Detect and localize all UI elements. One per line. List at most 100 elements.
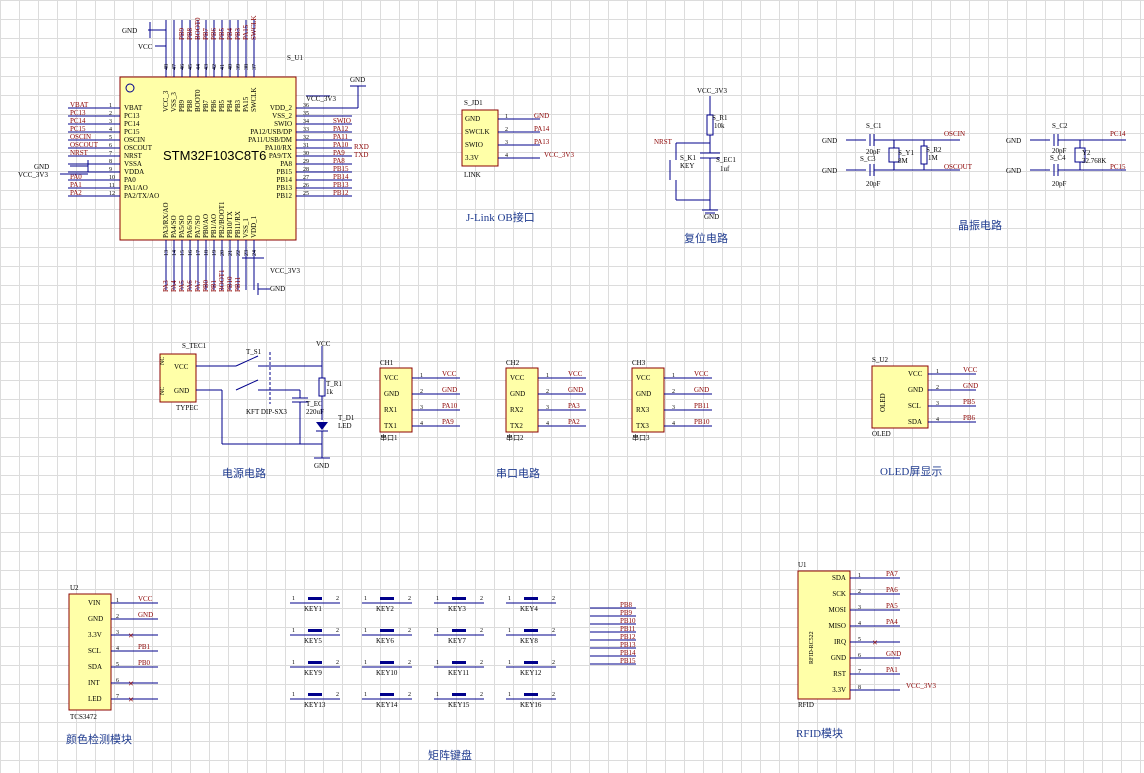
mcu-left-pin-net: PC15 <box>70 125 86 133</box>
mcu-top-pin-net: PB4 <box>226 27 234 40</box>
keypad-key-label: KEY9 <box>304 669 322 677</box>
mcu-bottom-pin-num: 19 <box>212 250 218 256</box>
mcu-right-pin-net: PB13 <box>333 181 349 189</box>
mcu-bottom-pin-net: PA4 <box>170 280 178 292</box>
keypad-key-label: KEY7 <box>448 637 466 645</box>
power-conn-pin2: GND <box>174 387 189 395</box>
mcu-left-pin-name: PC14 <box>124 120 140 128</box>
reset-r-ref: S_R1 <box>712 114 728 122</box>
mcu-top-pin-name: VCC_3 <box>162 90 170 112</box>
power-nc-1: NC <box>160 357 166 365</box>
keypad-key-pin2: 2 <box>480 628 483 634</box>
serial-pin-num: 3 <box>672 405 675 411</box>
lse-gnd-2: GND <box>1006 167 1021 175</box>
rfid-pin-name: IRQ <box>834 638 846 646</box>
mcu-top-pin-name: PB6 <box>210 99 218 112</box>
lse-c2-ref: S_C4 <box>1050 154 1066 162</box>
keypad-key-label: KEY12 <box>520 669 542 677</box>
oled-pin-name: SDA <box>908 418 922 426</box>
mcu-right-pin-num: 27 <box>303 175 309 181</box>
lse-c1-ref: S_C2 <box>1052 122 1068 130</box>
mcu-top-pin-name: PA15 <box>242 96 250 112</box>
oled-pin-net: VCC <box>963 366 978 374</box>
mcu-top-pin-num: 47 <box>172 64 178 70</box>
mcu-right-pin-name: PB12 <box>276 192 292 200</box>
serial-pin-name: RX1 <box>384 406 398 414</box>
keypad-key-pin2: 2 <box>336 692 339 698</box>
oled-pin-name: GND <box>908 386 923 394</box>
mcu-right-pin-net: PB14 <box>333 173 349 181</box>
serial-pin-num: 3 <box>420 405 423 411</box>
mcu-top-pin-name: PB7 <box>202 99 210 112</box>
oled-body: OLED <box>879 393 887 412</box>
keypad-key-label: KEY15 <box>448 701 470 709</box>
mcu-left-pin-name: PA1/AO <box>124 184 148 192</box>
lse-net2: PC15 <box>1110 163 1126 171</box>
mcu-right-pin-num: 31 <box>303 143 309 149</box>
keypad-key-pin2: 2 <box>480 660 483 666</box>
serial-pin-num: 1 <box>672 373 675 379</box>
mcu-left-pin-num: 12 <box>109 191 115 197</box>
mcu-bottom-pin-name: PA7/SO <box>194 215 202 238</box>
keypad-key-pin1: 1 <box>508 692 511 698</box>
serial-pin-num: 1 <box>420 373 423 379</box>
keypad-key-pin1: 1 <box>364 628 367 634</box>
keypad-key-pin2: 2 <box>408 660 411 666</box>
color-pin-name: INT <box>88 679 100 687</box>
reset-gnd: GND <box>704 213 719 221</box>
mcu-left-pin-name: VSSA <box>124 160 142 168</box>
mcu-bottom-pin-num: 13 <box>164 250 170 256</box>
jlink-pin-num: 2 <box>505 127 508 133</box>
keypad-key-label: KEY8 <box>520 637 538 645</box>
rfid-pin-net: PA5 <box>886 602 898 610</box>
mcu-bottom-pin-net: PA7 <box>194 280 202 292</box>
color-pin-net: VCC <box>138 595 153 603</box>
serial-pin-name: VCC <box>510 374 525 382</box>
oled-pin-net: PB5 <box>963 398 976 406</box>
keypad-key-pin1: 1 <box>292 596 295 602</box>
mcu-left-pin-net: PA0 <box>70 173 82 181</box>
keypad-key-label: KEY13 <box>304 701 326 709</box>
color-pin-num: 3 <box>116 630 119 636</box>
mcu-right-pin-net: PA10 <box>333 141 349 149</box>
rfid-pin-name: RST <box>833 670 847 678</box>
serial-pin-net: PB11 <box>694 402 710 410</box>
keypad-key-label: KEY1 <box>304 605 322 613</box>
mcu-bottom-pin-num: 20 <box>220 250 226 256</box>
mcu-top-pin-num: 42 <box>212 64 218 70</box>
color-val: TCS3472 <box>70 713 97 721</box>
power-sw-ref: T_S1 <box>246 348 262 356</box>
keypad-key-cap <box>524 693 538 696</box>
mcu-bottom-pin-net: PB0 <box>202 279 210 292</box>
serial-pin-name: GND <box>510 390 525 398</box>
oled-val: OLED <box>872 430 891 438</box>
serial-pin-net: VCC <box>442 370 457 378</box>
mcu-top-pin-name: VSS_3 <box>170 92 178 112</box>
mcu-left-pin-num: 11 <box>109 183 115 189</box>
keypad-key-cap <box>452 597 466 600</box>
color-pin-num: 6 <box>116 678 119 684</box>
mcu-right-pin-num: 26 <box>303 183 309 189</box>
keypad-key-cap <box>308 661 322 664</box>
serial-pin-num: 2 <box>546 389 549 395</box>
hse-r-ref: S_R2 <box>926 146 942 154</box>
mcu-left-pin-net: OSCOUT <box>70 141 99 149</box>
mcu-ref: S_U1 <box>287 54 303 62</box>
mcu-left-pin-name: OSCIN <box>124 136 145 144</box>
hse-y-ref: S_Y1 <box>898 149 914 157</box>
reset-net: NRST <box>654 138 673 146</box>
serial-port-val: 串口1 <box>380 434 398 442</box>
serial-title: 串口电路 <box>496 467 540 480</box>
rfid-pin-nc: ✕ <box>872 639 878 647</box>
mcu-bottom-pin-net: BOOT1 <box>218 269 226 292</box>
power-r-ref: T_R1 <box>326 380 342 388</box>
hse-c1-val: 20pF <box>866 148 881 156</box>
mcu-bottom-pin-name: PB11/RX <box>234 211 242 238</box>
power-led-val: LED <box>338 422 352 430</box>
keypad-key-pin1: 1 <box>364 692 367 698</box>
rfid-pin-num: 8 <box>858 685 861 691</box>
rfid-pin-net: GND <box>886 650 901 658</box>
oled-pin-num: 3 <box>936 401 939 407</box>
